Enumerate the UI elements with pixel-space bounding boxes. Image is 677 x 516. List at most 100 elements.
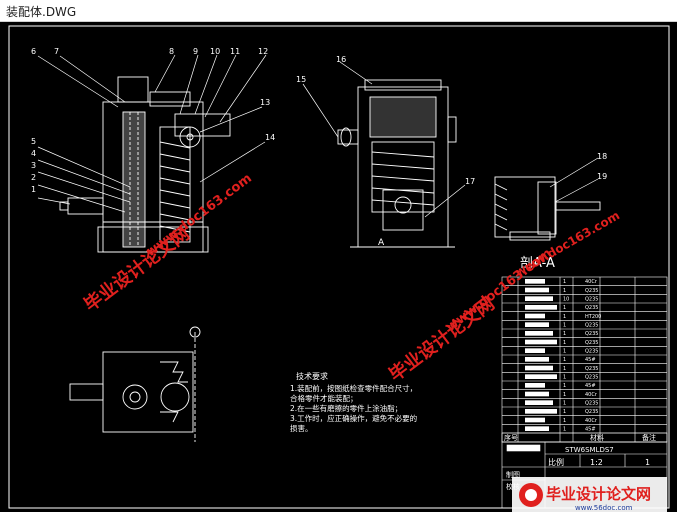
bom-qty: 1 <box>563 340 566 346</box>
bom-material: Q235 <box>585 366 598 372</box>
balloon-13: 13 <box>260 98 270 107</box>
bom-material: HT200 <box>585 314 601 320</box>
bom-material: 45# <box>585 427 596 433</box>
drawing-frame <box>8 25 670 509</box>
bom-qty: 1 <box>563 366 566 372</box>
bom-qty: 1 <box>563 427 566 433</box>
bom-qty: 1 <box>563 392 566 398</box>
window-titlebar: 装配体.DWG <box>0 0 677 22</box>
balloon-14: 14 <box>265 133 275 142</box>
balloon-labels: 1 2 3 4 5 6 7 8 9 10 11 12 13 14 15 16 1… <box>31 47 607 194</box>
note-line-4: 3.工作时，应正确操作，避免不必要的 <box>290 413 417 423</box>
bom-material: Q235 <box>585 375 598 381</box>
note-line-5: 损害。 <box>290 423 313 433</box>
note-line-3: 2.在一些有磨擦的零件上涂油脂； <box>290 403 402 413</box>
bom-material: 45# <box>585 357 596 363</box>
sheet-value: 1 <box>645 458 650 467</box>
bom-material: Q235 <box>585 340 598 346</box>
bom-qty: 1 <box>563 288 566 294</box>
balloon-5: 5 <box>31 137 36 146</box>
bom-name-cell <box>525 287 549 293</box>
footer-logo-site: www.56doc.com <box>575 504 633 512</box>
balloon-18: 18 <box>597 152 607 161</box>
bom-name-cell <box>525 417 545 423</box>
watermark-site-3: www.doc163.com <box>513 208 623 279</box>
bom-material: Q235 <box>585 331 598 337</box>
balloon-3: 3 <box>31 161 36 170</box>
bom-name-cell <box>525 339 557 345</box>
bom-name-cell <box>525 383 545 388</box>
balloon-15: 15 <box>296 75 306 84</box>
bom-name-cell <box>525 322 549 327</box>
balloon-8: 8 <box>169 47 174 56</box>
bom-name-cell <box>525 357 549 362</box>
balloon-19: 19 <box>597 172 607 181</box>
section-label: 剖A-A <box>520 256 555 271</box>
balloon-2: 2 <box>31 173 36 182</box>
watermark-5: www.doc163.com <box>513 208 623 279</box>
bom-qty: 1 <box>563 383 566 389</box>
drawing-canvas[interactable]: 1 2 3 4 5 6 7 8 9 10 11 12 13 14 15 16 1… <box>0 22 677 512</box>
front-view <box>59 76 231 253</box>
note-line-1: 1.装配前，按图纸检查零件配合尺寸， <box>290 383 417 393</box>
bom-header-remark: 备注 <box>642 433 656 442</box>
bom-qty: 1 <box>563 409 566 415</box>
bom-qty: 1 <box>563 305 566 311</box>
bom-qty: 1 <box>563 357 566 363</box>
bom-name-cell <box>525 348 545 353</box>
bom-name-cell <box>525 426 549 431</box>
bom-qty: 10 <box>563 297 569 303</box>
bom-name-cell <box>525 374 557 379</box>
balloon-7: 7 <box>54 47 59 56</box>
bom-material: Q235 <box>585 323 598 329</box>
balloon-11: 11 <box>230 47 240 56</box>
bom-header-material: 材料 <box>590 433 604 442</box>
row-drawn: 制图 <box>506 470 520 479</box>
bom-material: Q235 <box>585 305 598 311</box>
cad-drawing: 1 2 3 4 5 6 7 8 9 10 11 12 13 14 15 16 1… <box>8 25 670 512</box>
side-view <box>337 79 457 248</box>
bom-material: 45# <box>585 383 596 389</box>
bom-material: 40Cr <box>585 392 598 398</box>
bom-qty: 1 <box>563 331 566 337</box>
bom-qty: 1 <box>563 314 566 320</box>
bom-name-cell <box>525 279 545 284</box>
footer-logo-text: 毕业设计论文网 <box>546 485 651 503</box>
section-view <box>494 176 601 241</box>
bom-material: Q235 <box>585 349 598 355</box>
technical-notes: 技术要求 1.装配前，按图纸检查零件配合尺寸， 合格零件才能装配； 2.在一些有… <box>290 371 417 433</box>
balloon-17: 17 <box>465 177 475 186</box>
top-view <box>69 326 201 442</box>
bom-material: Q235 <box>585 288 598 294</box>
bom-name-cell <box>525 409 557 414</box>
bom-qty: 1 <box>563 323 566 329</box>
scale-value: 1:2 <box>590 458 603 467</box>
balloon-9: 9 <box>193 47 198 56</box>
bom-header-no: 序号 <box>504 433 518 442</box>
bom-qty: 1 <box>563 418 566 424</box>
balloon-4: 4 <box>31 149 36 158</box>
balloon-1: 1 <box>31 185 36 194</box>
bom-table <box>501 276 668 443</box>
bom-material: 40Cr <box>585 279 598 285</box>
bom-material: 40Cr <box>585 418 598 424</box>
leader-lines <box>37 54 599 218</box>
bom-name-cell <box>525 296 553 301</box>
bom-name-cell <box>525 305 557 310</box>
bom-name-cell <box>525 331 553 336</box>
bom-name-cell <box>525 313 545 319</box>
scale-label: 比例 <box>548 457 564 467</box>
bom-name-cell <box>525 400 553 405</box>
bom-material: Q235 <box>585 297 598 303</box>
bom-material: Q235 <box>585 401 598 407</box>
note-line-2: 合格零件才能装配； <box>290 393 358 403</box>
balloon-6: 6 <box>31 47 36 56</box>
balloon-16: 16 <box>336 55 346 64</box>
bom-qty: 1 <box>563 401 566 407</box>
title-block-name: STW6SMLDS7 <box>565 446 614 454</box>
bom-name-cell <box>525 365 553 371</box>
window-title: 装配体.DWG <box>6 5 77 19</box>
bom-qty: 1 <box>563 279 566 285</box>
bom-qty: 1 <box>563 349 566 355</box>
bom-material: Q235 <box>585 409 598 415</box>
